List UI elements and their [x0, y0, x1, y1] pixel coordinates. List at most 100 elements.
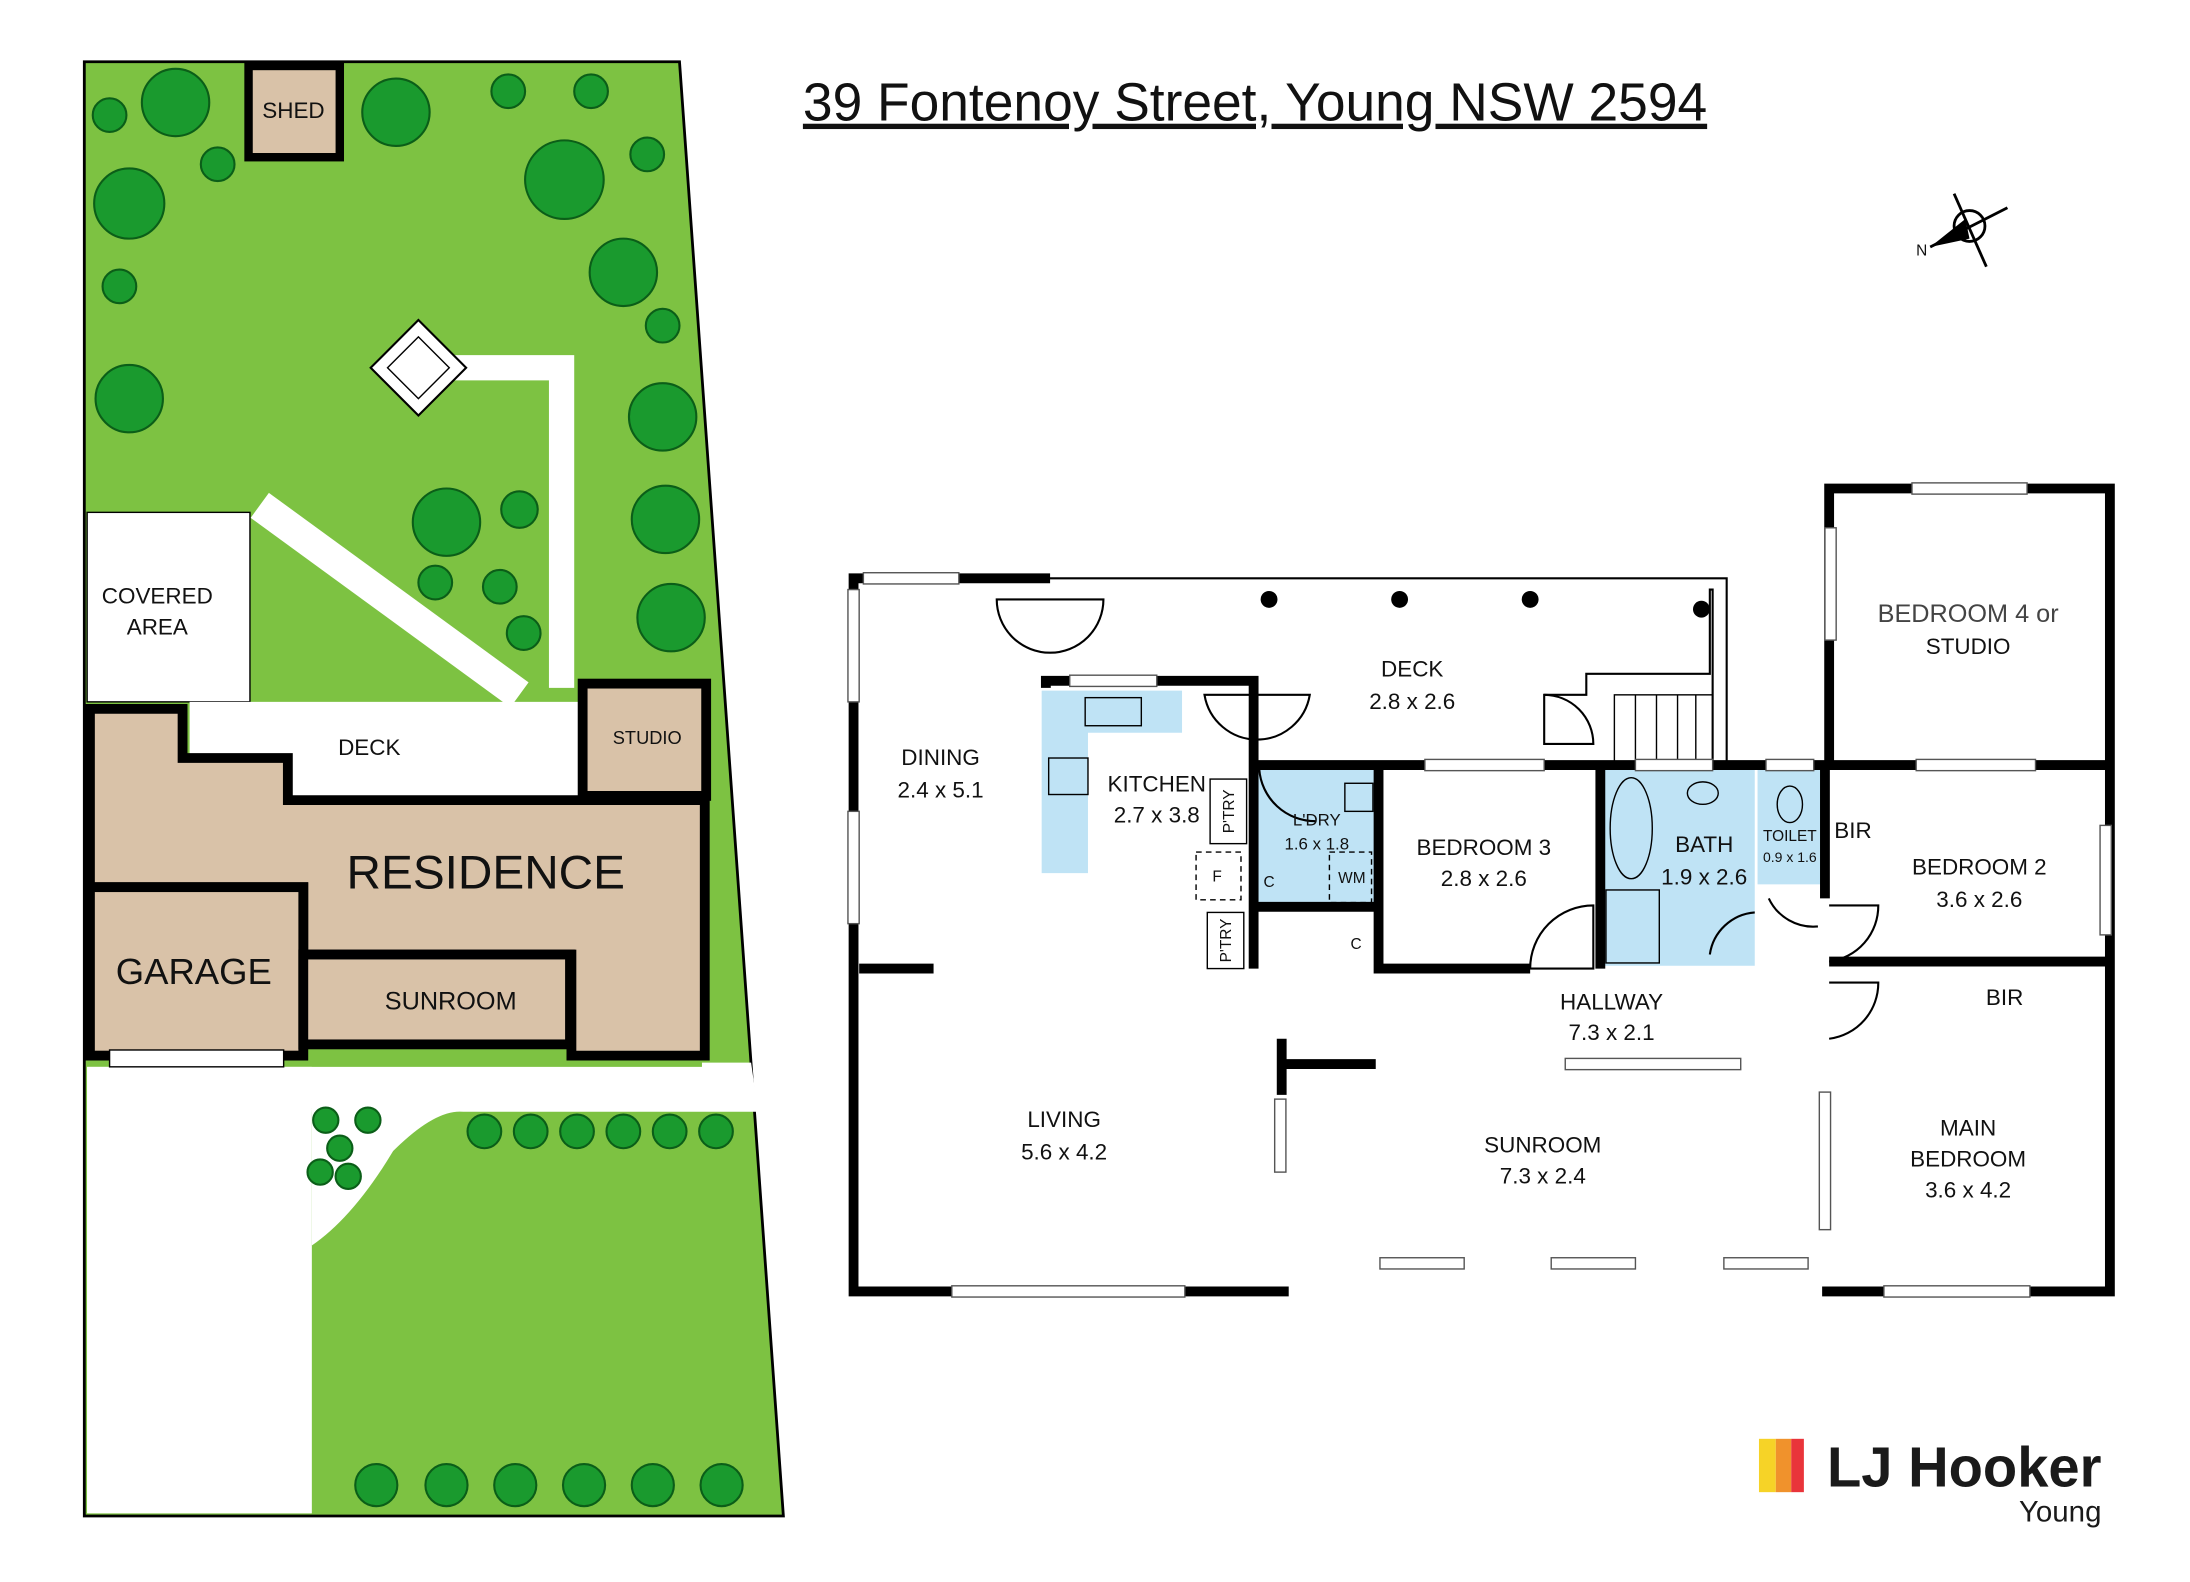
compass-icon: N — [1916, 193, 2009, 268]
room-hallway-name: HALLWAY — [1560, 989, 1663, 1014]
shed — [244, 61, 345, 162]
compass-north-label: N — [1916, 242, 1927, 259]
room-kitchen-name: KITCHEN — [1108, 772, 1206, 797]
deck-post — [1391, 590, 1409, 608]
room-bedroom4-name2: STUDIO — [1926, 634, 2011, 659]
door-swing — [1529, 904, 1595, 970]
studio — [577, 678, 712, 801]
room-bedroom2-dims: 3.6 x 2.6 — [1936, 887, 2022, 912]
wall-bedroom3 — [1373, 765, 1531, 974]
room-toilet-name: TOILET — [1763, 828, 1817, 845]
basin-icon — [1686, 781, 1719, 806]
room-living-name: LIVING — [1027, 1107, 1101, 1132]
room-bedroom3-name: BEDROOM 3 — [1417, 835, 1552, 860]
toilet-icon — [1776, 785, 1804, 824]
cooktop-icon — [1047, 757, 1089, 796]
room-bedroom2-name: BEDROOM 2 — [1912, 855, 2047, 880]
room-laundry-name: L'DRY — [1293, 810, 1341, 829]
tree-icon — [698, 1113, 734, 1150]
door-swing — [1203, 693, 1312, 741]
door-swing — [1708, 911, 1755, 955]
pantry-1-label: P'TRY — [1221, 789, 1238, 833]
cupboard-2-label: C — [1351, 936, 1362, 953]
bir-2-label: BIR — [1986, 985, 2023, 1010]
tree-icon — [466, 1113, 503, 1150]
laundry-area — [1253, 769, 1375, 907]
tree-icon — [94, 363, 164, 434]
tree-icon — [588, 237, 659, 308]
room-bath-dims: 1.9 x 2.6 — [1661, 864, 1747, 889]
window — [1824, 527, 1837, 641]
tree-icon — [630, 484, 701, 555]
tree-icon — [424, 1463, 469, 1508]
site-sunroom-label: SUNROOM — [385, 987, 517, 1015]
deck-site-label: DECK — [338, 735, 400, 760]
window — [1915, 758, 2037, 772]
tree-icon — [561, 1463, 607, 1508]
cupboard-1-label: C — [1263, 874, 1274, 891]
bir-1-label: BIR — [1834, 818, 1871, 843]
room-dining-name: DINING — [901, 745, 980, 770]
tree-icon — [354, 1463, 399, 1508]
window — [1273, 1098, 1287, 1173]
deck-post — [1521, 590, 1539, 608]
window — [1723, 1257, 1809, 1270]
tree-icon — [481, 568, 518, 605]
fridge-space — [1195, 851, 1242, 901]
window — [1564, 1057, 1742, 1071]
tree-icon — [636, 582, 706, 653]
covered-area-label: COVERED — [102, 584, 213, 609]
window — [1765, 758, 1815, 772]
tree-icon — [512, 1113, 549, 1150]
floor-plan: P'TRY P'TRY F C C WM BIR BIR DECK 2.8 x … — [847, 482, 2115, 1298]
window — [1069, 674, 1158, 688]
lj-hooker-logo: LJ Hooker Young — [1758, 1436, 2101, 1529]
window — [1883, 1285, 2031, 1298]
washing-machine-label: WM — [1338, 870, 1365, 887]
tree-icon — [644, 307, 681, 344]
tree-icon — [630, 1463, 675, 1508]
door-swing — [995, 598, 1105, 654]
tree-icon — [629, 136, 666, 173]
tree-icon — [417, 564, 454, 601]
laundry-tub-icon — [1344, 782, 1374, 813]
tree-icon — [505, 615, 542, 651]
window — [2099, 824, 2112, 936]
tree-icon — [699, 1463, 744, 1508]
door-swing — [1543, 693, 1595, 746]
room-main-bedroom-name2: BEDROOM — [1910, 1146, 2026, 1171]
room-sunroom-dims: 7.3 x 2.4 — [1500, 1163, 1586, 1188]
deck-stairs — [1613, 694, 1714, 766]
tree-icon — [101, 268, 138, 305]
door-swing — [1767, 897, 1819, 928]
tree-icon — [326, 1134, 354, 1162]
room-main-bedroom-name: MAIN — [1940, 1116, 1996, 1141]
bathtub-icon — [1609, 776, 1653, 880]
room-sunroom-name: SUNROOM — [1484, 1132, 1601, 1157]
room-deck-name: DECK — [1381, 657, 1443, 682]
window — [862, 572, 960, 585]
room-bedroom3-dims: 2.8 x 2.6 — [1441, 866, 1527, 891]
room-living-dims: 5.6 x 4.2 — [1021, 1139, 1107, 1164]
logo-bar-red — [1791, 1438, 1804, 1493]
pantry-2-label: P'TRY — [1218, 919, 1235, 963]
garden-path-diagonal — [250, 492, 529, 708]
window — [951, 1285, 1186, 1298]
covered-area-label-2: AREA — [127, 614, 188, 639]
deck-outline — [1045, 577, 1728, 767]
door-swing — [1829, 904, 1880, 963]
garden-path — [421, 355, 575, 688]
site-sunroom — [298, 949, 575, 1050]
window — [1818, 1091, 1832, 1231]
tree-icon — [312, 1106, 340, 1134]
garage — [85, 882, 309, 1061]
window — [1379, 1257, 1465, 1270]
front-path — [87, 1066, 312, 1514]
window — [847, 810, 860, 925]
tree-icon — [500, 490, 539, 529]
tree-icon — [93, 167, 166, 240]
window — [1550, 1257, 1637, 1270]
garage-door — [108, 1049, 285, 1068]
logo-bar-orange — [1775, 1438, 1792, 1493]
